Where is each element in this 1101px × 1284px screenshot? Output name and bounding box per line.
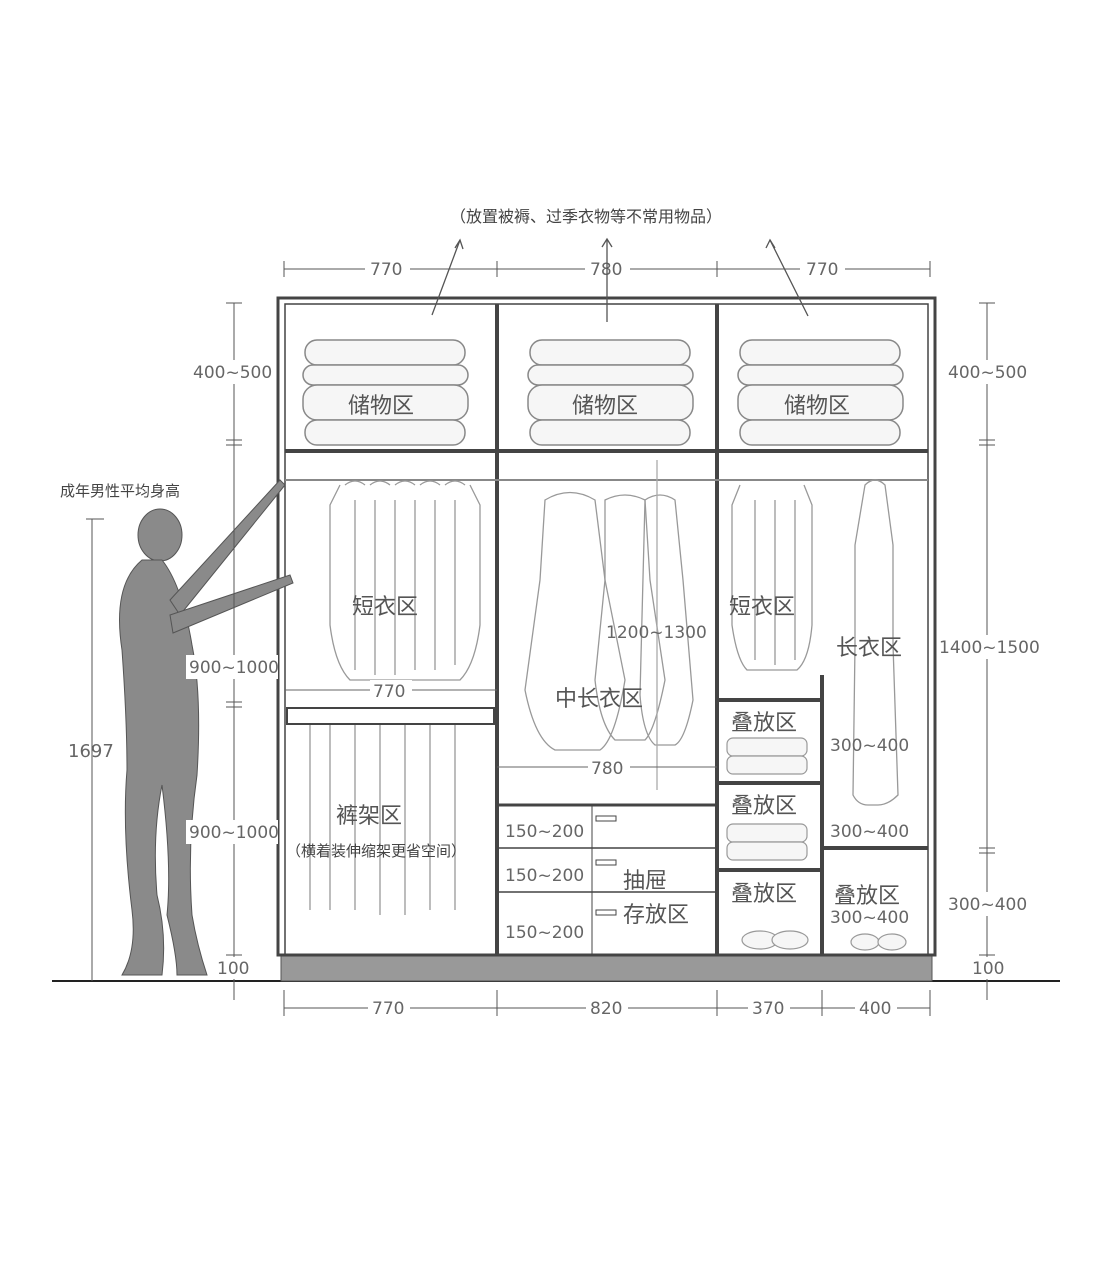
storage-note: （放置被褥、过季衣物等不常用物品） <box>450 207 722 226</box>
shoes <box>741 930 907 951</box>
zone-long: 长衣区 <box>836 636 902 661</box>
long-coat <box>852 479 899 806</box>
drawer-height-3: 150~200 <box>505 923 584 943</box>
bottom-dim-3: 370 <box>752 999 784 1019</box>
zone-short-left: 短衣区 <box>352 595 418 620</box>
zone-drawer-2: 存放区 <box>623 903 689 928</box>
zone-pants-note: （横着装伸缩架更省空间） <box>286 842 466 860</box>
zone-fold-1: 叠放区 <box>731 711 797 736</box>
left-dim-base: 100 <box>217 959 249 979</box>
cabinet-frame <box>276 296 937 957</box>
blanket-right <box>737 339 904 446</box>
zone-short-right: 短衣区 <box>729 595 795 620</box>
right-dim-lower: 300~400 <box>948 895 1027 915</box>
right-dim-top: 400~500 <box>948 363 1027 383</box>
person-height-dimension <box>86 518 104 981</box>
drawer-height-2: 150~200 <box>505 866 584 886</box>
zone-drawer-1: 抽屉 <box>623 869 667 894</box>
zone-storage-right: 储物区 <box>784 394 850 419</box>
left-dim-lower: 900~1000 <box>189 823 279 843</box>
bottom-dim-2: 820 <box>590 999 622 1019</box>
midlong-height: 1200~1300 <box>606 623 707 643</box>
left-dim-top: 400~500 <box>193 363 272 383</box>
rod-left-width: 770 <box>373 682 405 702</box>
right-dim-base: 100 <box>972 959 1004 979</box>
blanket-middle <box>527 339 694 446</box>
zone-fold-4: 叠放区 <box>834 884 900 909</box>
note-arrows <box>431 237 809 322</box>
zone-fold-2: 叠放区 <box>731 794 797 819</box>
top-dim-middle: 780 <box>590 260 622 280</box>
right-dim-middle: 1400~1500 <box>939 638 1040 658</box>
short-shirts-right <box>731 484 813 671</box>
bottom-dim-1: 770 <box>372 999 404 1019</box>
plinth <box>280 954 933 982</box>
zone-fold-3: 叠放区 <box>731 882 797 907</box>
fold-height-1: 300~400 <box>830 736 909 756</box>
bottom-dim-4: 400 <box>859 999 891 1019</box>
person-height-value: 1697 <box>68 741 114 762</box>
left-dimension-line <box>226 302 242 1000</box>
dresses-middle <box>524 460 694 790</box>
folded-clothes <box>726 737 808 861</box>
fold-height-3: 300~400 <box>830 908 909 928</box>
zone-storage-middle: 储物区 <box>572 394 638 419</box>
top-dim-right: 770 <box>806 260 838 280</box>
zone-mid-long: 中长衣区 <box>555 687 643 712</box>
blanket-bundles <box>302 339 904 446</box>
fold-height-2: 300~400 <box>830 822 909 842</box>
top-dim-left: 770 <box>370 260 402 280</box>
zone-storage-left: 储物区 <box>348 394 414 419</box>
left-dim-middle: 900~1000 <box>189 658 279 678</box>
blanket-left <box>302 339 469 446</box>
short-shirts-left <box>329 480 481 681</box>
drawer-height-1: 150~200 <box>505 822 584 842</box>
person-silhouette <box>119 479 294 976</box>
midlong-width: 780 <box>591 759 623 779</box>
hanging-pants <box>309 725 456 915</box>
zone-pants: 裤架区 <box>336 804 402 829</box>
person-label: 成年男性平均身高 <box>60 482 180 500</box>
